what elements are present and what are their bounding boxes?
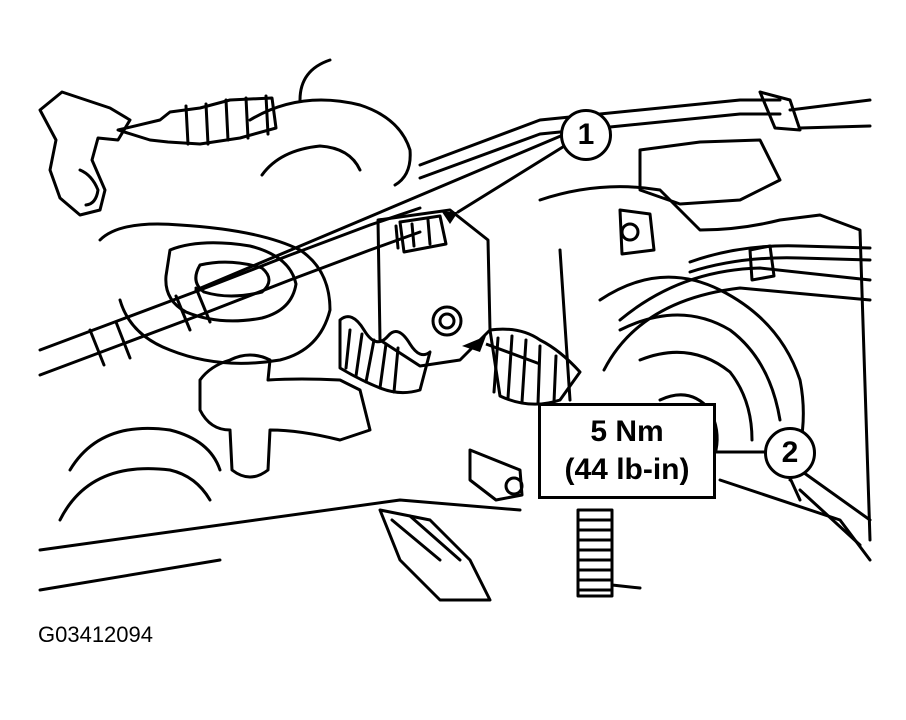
intake-manifold — [538, 185, 872, 542]
reservoir-housing — [98, 222, 332, 365]
arrow-sensor — [442, 212, 458, 224]
callout-2: 2 — [764, 427, 816, 479]
fuel-line — [418, 98, 782, 167]
leader-1-a — [194, 133, 565, 292]
spring-right — [488, 327, 582, 406]
arrow-bolt — [462, 336, 486, 352]
callout-1: 1 — [560, 109, 612, 161]
figure-id: G03412094 — [38, 622, 153, 647]
tee-fitting — [198, 353, 372, 479]
spring-lower — [576, 508, 614, 598]
torque-metric: 5 Nm — [590, 415, 664, 448]
bracket-left — [38, 90, 132, 217]
sensor-bolt — [431, 305, 463, 337]
leader-2b — [788, 476, 802, 502]
bolt-assembly — [116, 96, 278, 146]
torque-imperial: (44 lb-in) — [564, 453, 690, 486]
leader-1-b — [456, 143, 568, 214]
torque-spec-box: 5 Nm (44 lb-in) — [538, 403, 716, 499]
lower-connector — [378, 508, 492, 602]
